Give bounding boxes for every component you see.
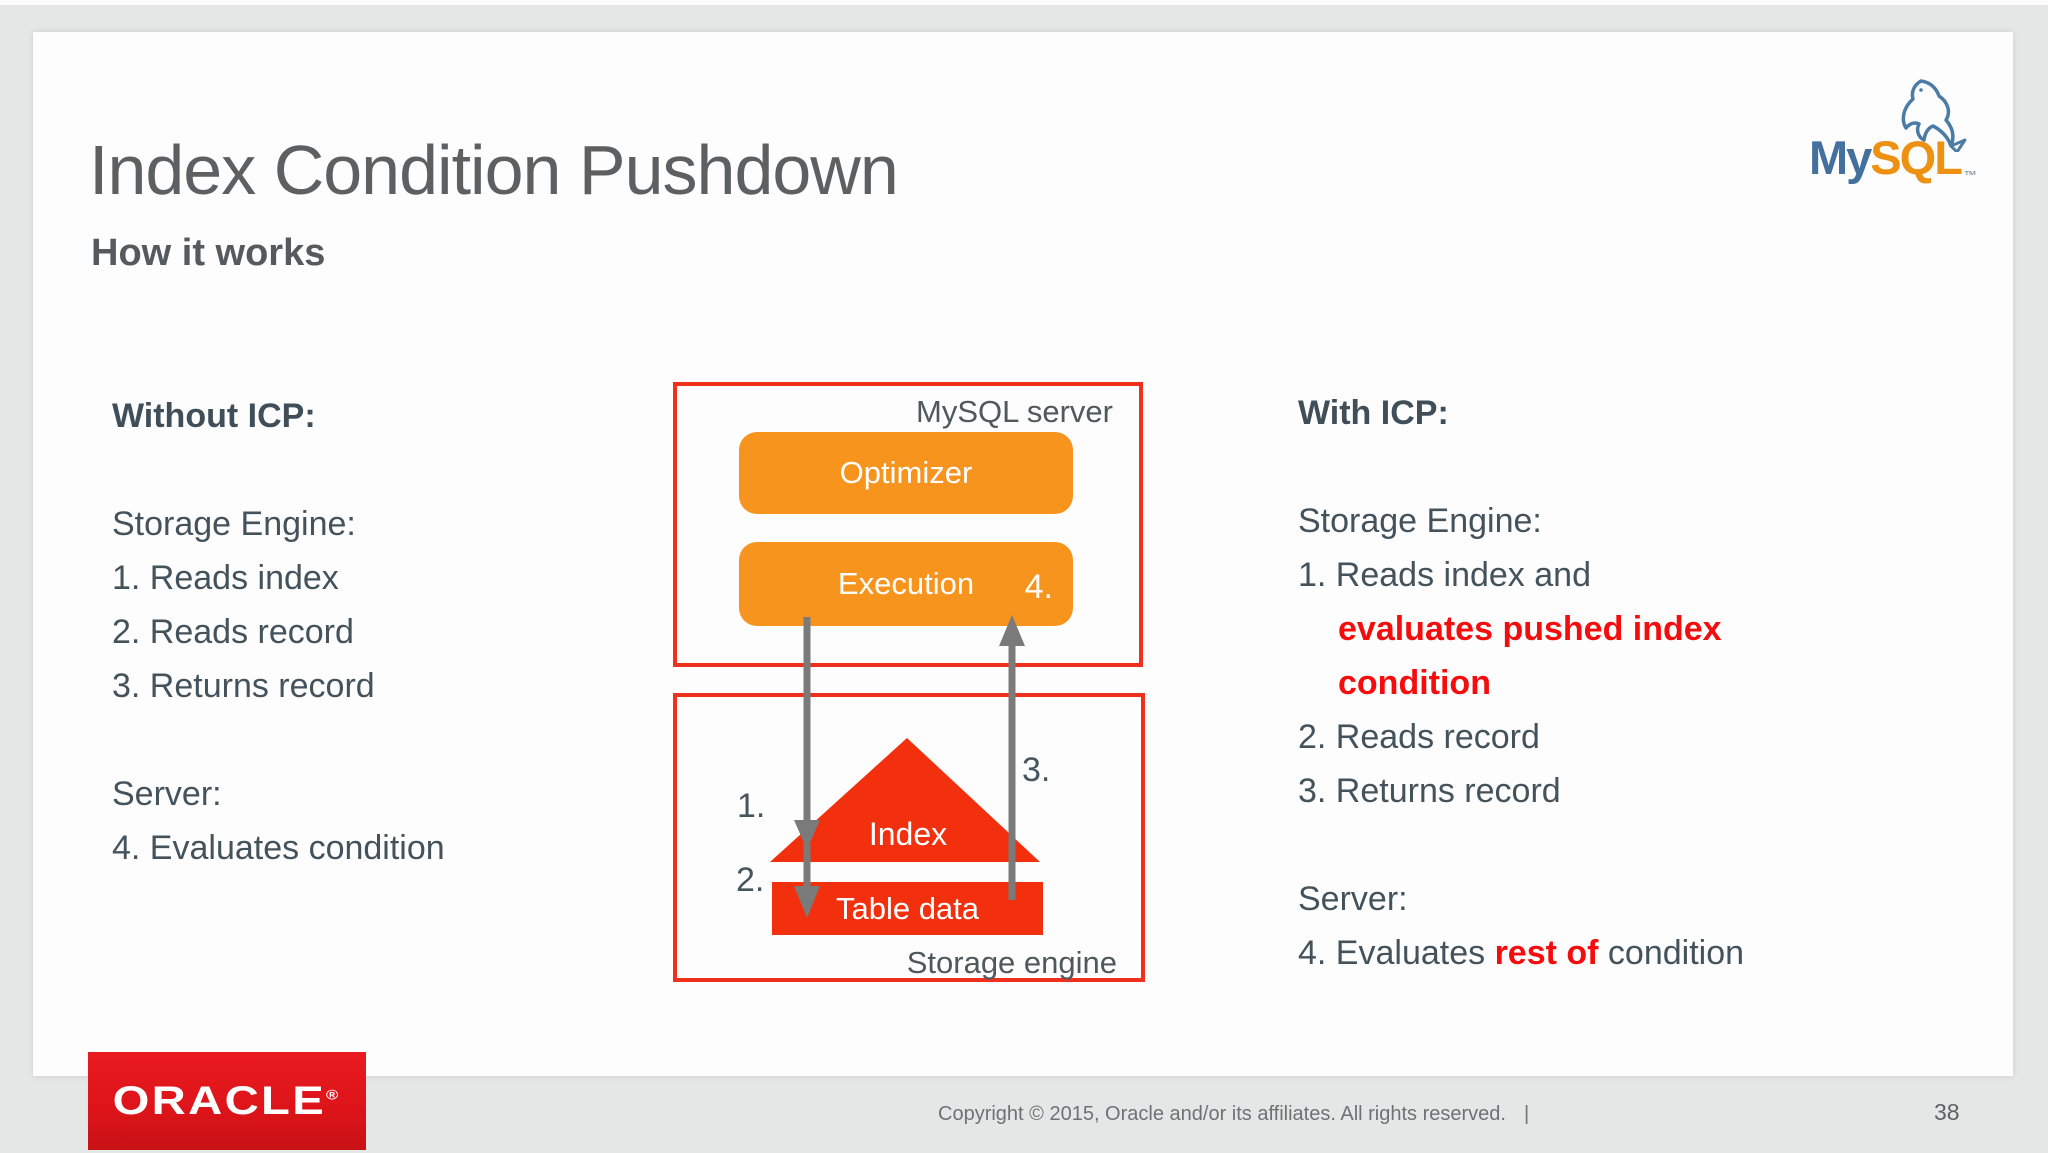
mysql-wordmark-sql: SQL — [1870, 131, 1963, 184]
list-item: 2. Reads record — [112, 613, 354, 651]
oracle-logo-text: ORACLE® — [113, 1079, 341, 1124]
step4-prefix: 4. Evaluates — [1298, 934, 1495, 972]
oracle-wordmark: ORACLE — [113, 1078, 327, 1123]
spacer-line — [1298, 440, 1744, 494]
step4-suffix: condition — [1598, 934, 1745, 972]
step-4-label: 4. — [1024, 568, 1053, 606]
storage-engine-box: Index Table data Storage engine 1. 2. 3. — [673, 693, 1145, 982]
step-3-label: 3. — [1022, 751, 1051, 789]
step4-red: rest of — [1494, 934, 1599, 972]
step-1-label: 1. — [737, 787, 766, 825]
page-number: 38 — [1934, 1099, 1960, 1125]
with-icp-panel: With ICP: Storage Engine: 1. Reads index… — [1298, 386, 1744, 980]
without-icp-heading: Without ICP: — [112, 397, 316, 435]
server-heading: Server: — [112, 775, 222, 813]
list-item-red: condition — [1338, 664, 1491, 702]
list-item: 1. Reads index and — [1298, 556, 1591, 594]
index-label: Index — [868, 816, 948, 852]
list-item-red: evaluates pushed index — [1338, 610, 1722, 648]
storage-engine-label: Storage engine — [906, 945, 1117, 980]
top-strip — [0, 0, 2048, 5]
execution-box: Execution 4. — [739, 542, 1073, 626]
step-2-label: 2. — [736, 861, 765, 899]
optimizer-box: Optimizer — [739, 432, 1073, 514]
list-item: 3. Returns record — [112, 667, 375, 705]
oracle-logo: ORACLE® — [88, 1052, 366, 1150]
page-title: Index Condition Pushdown — [89, 131, 899, 209]
with-icp-heading: With ICP: — [1298, 394, 1449, 432]
copyright-separator: | — [1523, 1103, 1530, 1125]
server-heading: Server: — [1298, 880, 1408, 918]
without-icp-panel: Without ICP: Storage Engine: 1. Reads in… — [112, 389, 445, 875]
copyright-text: Copyright © 2015, Oracle and/or its affi… — [938, 1103, 1506, 1125]
registered-symbol: ® — [326, 1086, 341, 1103]
page-subtitle: How it works — [91, 232, 326, 274]
footer-copyright: Copyright © 2015, Oracle and/or its affi… — [938, 1103, 1529, 1126]
spacer-line — [1298, 818, 1744, 872]
storage-engine-heading: Storage Engine: — [1298, 502, 1542, 540]
index-triangle — [770, 738, 1040, 862]
list-item: 4. Evaluates rest of condition — [1298, 926, 1744, 980]
slide: Index Condition Pushdown How it works My… — [33, 32, 2013, 1076]
spacer-line — [112, 713, 445, 767]
mysql-server-box: MySQL server Optimizer Execution 4. — [673, 382, 1143, 667]
mysql-dolphin-icon — [1901, 79, 1967, 152]
mysql-wordmark-my: My — [1809, 131, 1872, 184]
list-item: 4. Evaluates condition — [112, 829, 445, 867]
list-item: 3. Returns record — [1298, 772, 1561, 810]
mysql-server-label: MySQL server — [916, 394, 1113, 429]
list-item: 1. Reads index — [112, 559, 339, 597]
trademark-symbol: ™ — [1963, 168, 1977, 183]
list-item: 2. Reads record — [1298, 718, 1540, 756]
execution-label: Execution — [837, 566, 975, 601]
storage-engine-heading: Storage Engine: — [112, 505, 356, 543]
table-data-box: Table data — [772, 882, 1043, 935]
spacer-line — [112, 443, 445, 497]
